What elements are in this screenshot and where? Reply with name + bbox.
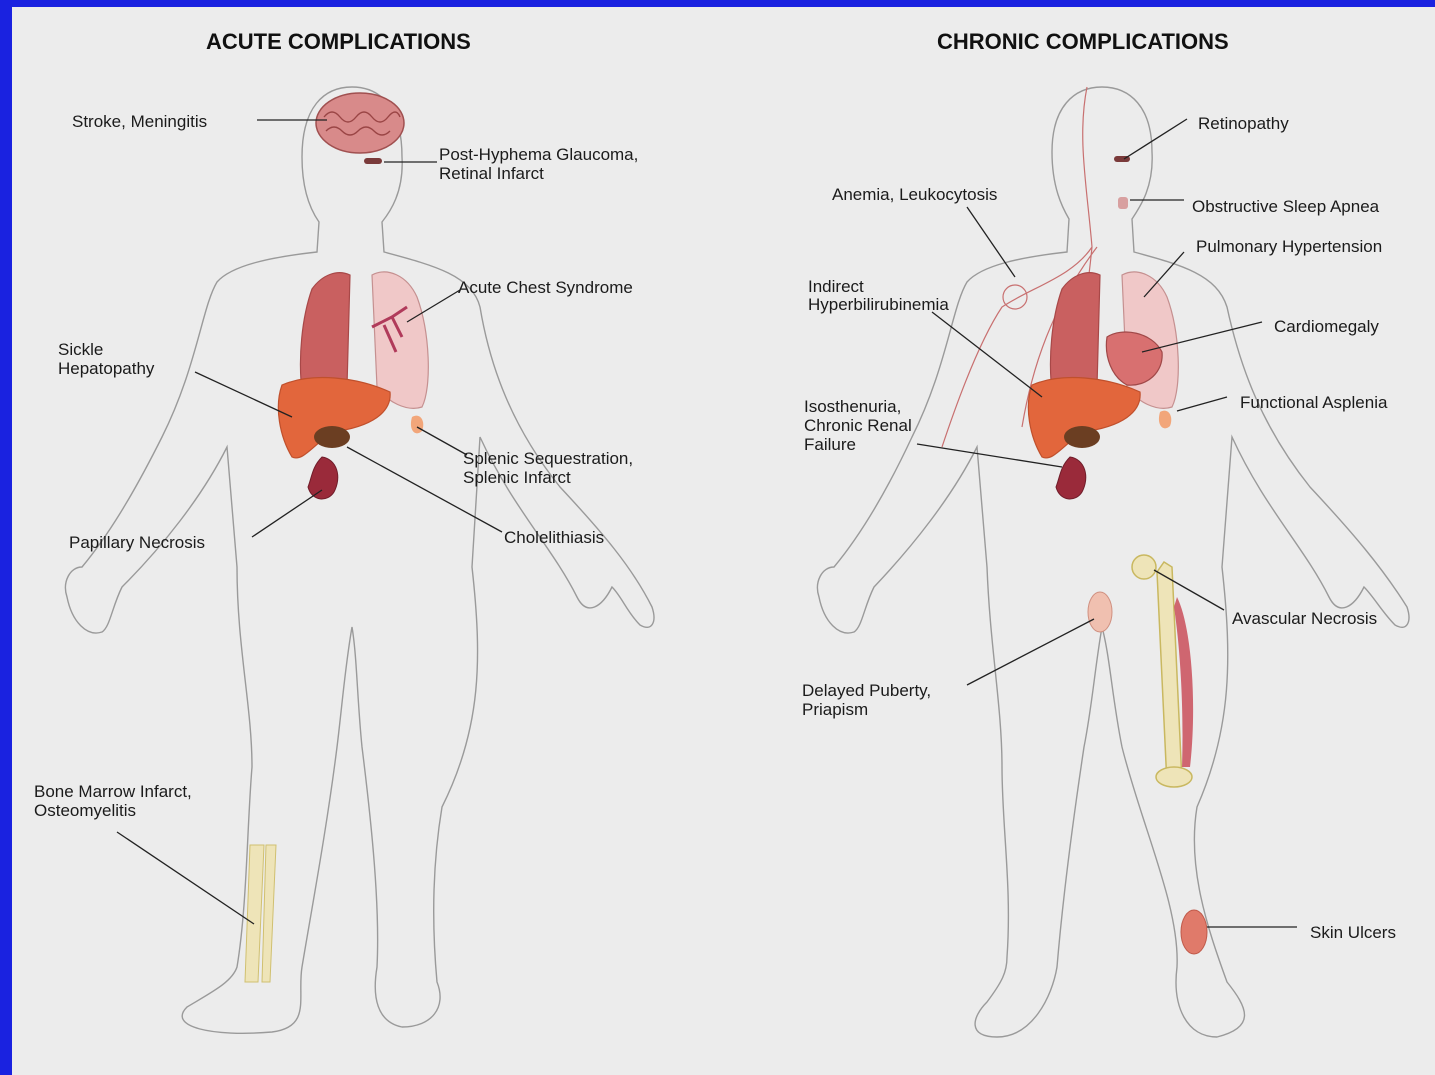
slide-panel: ACUTE COMPLICATIONS xyxy=(12,7,1435,1075)
kidney-icon xyxy=(308,457,338,499)
acute-title: ACUTE COMPLICATIONS xyxy=(206,29,471,54)
spleen-icon xyxy=(411,416,423,434)
brain-icon xyxy=(316,93,404,153)
acute-body-outline xyxy=(65,87,653,1033)
gallbladder-icon xyxy=(314,426,350,448)
label-apnea: Obstructive Sleep Apnea xyxy=(1192,197,1380,216)
tibia-bone-icon xyxy=(245,845,276,982)
label-anemia: Anemia, Leukocytosis xyxy=(832,185,997,204)
label-sickle-line2: Hepatopathy xyxy=(58,359,155,378)
sickle-leader-line xyxy=(195,372,292,417)
label-cholelithiasis: Cholelithiasis xyxy=(504,528,604,547)
airway-icon xyxy=(1118,197,1128,209)
label-splenic-line2: Splenic Infarct xyxy=(463,468,571,487)
kidney-icon-chronic xyxy=(1056,457,1086,499)
gallbladder-icon-chronic xyxy=(1064,426,1100,448)
label-papillary: Papillary Necrosis xyxy=(69,533,205,552)
chronic-figure: CHRONIC COMPLICATIONS xyxy=(802,29,1409,1037)
label-indirect-line2: Hyperbilirubinemia xyxy=(808,295,949,314)
label-bone-line2: Osteomyelitis xyxy=(34,801,136,820)
clavicle-vessel-icon xyxy=(1003,285,1027,309)
puberty-leader-line xyxy=(967,619,1094,685)
splenic-leader-line xyxy=(417,427,467,455)
label-puberty-line2: Priapism xyxy=(802,700,868,719)
femur-bone-icon xyxy=(1132,555,1193,787)
genital-icon xyxy=(1088,592,1112,632)
label-puberty-line1: Delayed Puberty, xyxy=(802,681,931,700)
label-iso-line2: Chronic Renal xyxy=(804,416,912,435)
label-avascular: Avascular Necrosis xyxy=(1232,609,1377,628)
chronic-title: CHRONIC COMPLICATIONS xyxy=(937,29,1229,54)
retinopathy-leader-line xyxy=(1124,119,1187,159)
label-splenic-line1: Splenic Sequestration, xyxy=(463,449,633,468)
label-cardiomegaly: Cardiomegaly xyxy=(1274,317,1379,336)
skin-ulcer-icon xyxy=(1181,910,1207,954)
bone-leader-line xyxy=(117,832,254,924)
label-pulmonary: Pulmonary Hypertension xyxy=(1196,237,1382,256)
label-sickle-line1: Sickle xyxy=(58,340,103,359)
label-iso-line3: Failure xyxy=(804,435,856,454)
chronic-body-outline xyxy=(817,87,1408,1037)
spleen-icon-chronic xyxy=(1159,411,1171,429)
acute-figure: ACUTE COMPLICATIONS xyxy=(34,29,654,1033)
label-bone-line1: Bone Marrow Infarct, xyxy=(34,782,192,801)
label-acute-chest: Acute Chest Syndrome xyxy=(458,278,633,297)
eye-icon xyxy=(364,158,382,164)
label-glaucoma-line2: Retinal Infarct xyxy=(439,164,544,183)
asplenia-leader-line xyxy=(1177,397,1227,411)
complications-diagram: ACUTE COMPLICATIONS xyxy=(12,7,1435,1075)
label-retinopathy: Retinopathy xyxy=(1198,114,1289,133)
label-glaucoma-line1: Post-Hyphema Glaucoma, xyxy=(439,145,638,164)
label-iso-line1: Isosthenuria, xyxy=(804,397,901,416)
label-asplenia: Functional Asplenia xyxy=(1240,393,1388,412)
label-stroke: Stroke, Meningitis xyxy=(72,112,207,131)
label-skin-ulcers: Skin Ulcers xyxy=(1310,923,1396,942)
indirect-leader-line xyxy=(932,312,1042,397)
label-indirect-line1: Indirect xyxy=(808,277,864,296)
papillary-leader-line xyxy=(252,490,322,537)
